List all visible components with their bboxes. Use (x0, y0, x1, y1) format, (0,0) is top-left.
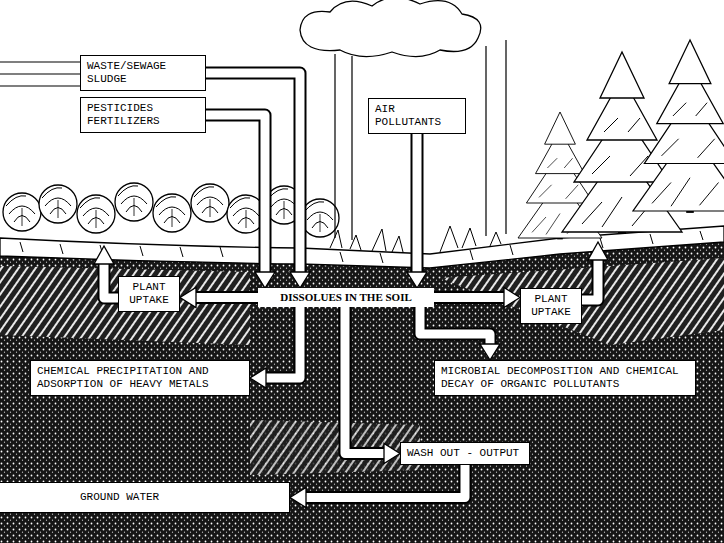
source-box: AIR POLLUTANTS (368, 98, 466, 134)
process-box: CHEMICAL PRECIPITATION AND ADSORPTION OF… (30, 360, 250, 396)
conifer-trees (518, 40, 724, 239)
arrow-head (407, 272, 427, 288)
uptake-box: PLANT UPTAKE (520, 288, 582, 324)
input-lines (0, 62, 80, 86)
cloud (300, 0, 506, 240)
flow-arrow (434, 288, 520, 308)
arrow-head (480, 344, 500, 360)
node-text: CHEMICAL PRECIPITATION AND ADSORPTION OF… (37, 365, 243, 391)
node-text: PESTICIDES FERTILIZERS (87, 102, 199, 128)
source-box: WASTE/SEWAGE SLUDGE (80, 55, 206, 91)
arrow-head (504, 288, 520, 308)
node-text: PLANT UPTAKE (525, 293, 577, 319)
cabbage-field (3, 183, 339, 237)
arrow-head (180, 288, 196, 308)
flow-arrow (180, 288, 258, 308)
node-text: WASH OUT - OUTPUT (407, 447, 523, 460)
flow-arrow (420, 307, 500, 360)
node-text: WASTE/SEWAGE SLUDGE (87, 60, 199, 86)
source-box: PESTICIDES FERTILIZERS (80, 97, 206, 133)
arrow-head (250, 368, 266, 388)
arrow-head (290, 272, 310, 288)
node-text: GROUND WATER (80, 491, 283, 504)
node-text: AIR POLLUTANTS (375, 103, 459, 129)
flow-arrow (407, 134, 427, 288)
process-box: MICROBIAL DECOMPOSITION AND CHEMICAL DEC… (434, 360, 696, 396)
flow-arrow (290, 465, 465, 508)
output-box: WASH OUT - OUTPUT (400, 442, 530, 465)
node-text: MICROBIAL DECOMPOSITION AND CHEMICAL DEC… (441, 365, 689, 391)
flow-arrow (250, 307, 300, 388)
groundwater-band: GROUND WATER (0, 482, 290, 513)
flow-arrow (345, 307, 400, 464)
flow-arrow (206, 115, 275, 288)
node-text: DISSOLUES IN THE SOIL (264, 291, 428, 304)
arrow-head (290, 488, 306, 508)
arrow-head (384, 444, 400, 464)
uptake-box: PLANT UPTAKE (118, 276, 180, 312)
node-text: PLANT UPTAKE (123, 281, 175, 307)
soil-band: DISSOLUES IN THE SOIL (258, 288, 434, 307)
arrow-head (255, 272, 275, 288)
flow-arrow (206, 73, 310, 288)
ground (0, 236, 724, 543)
